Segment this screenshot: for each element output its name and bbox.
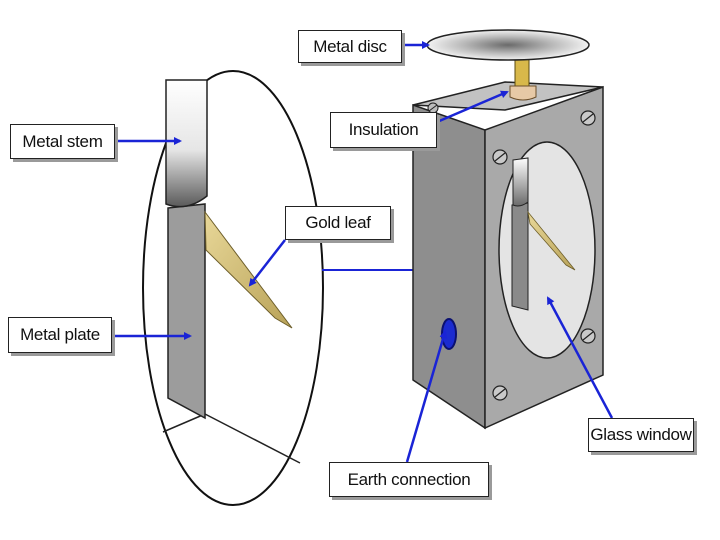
inner-gold-leaf xyxy=(527,210,576,271)
screw-icon xyxy=(580,110,596,126)
screw-icon xyxy=(492,149,508,165)
electroscope-case xyxy=(412,81,604,430)
top-stem xyxy=(514,57,530,87)
metal-stem-shape xyxy=(165,79,208,208)
insulation-collar xyxy=(509,85,537,101)
case-side xyxy=(412,103,486,430)
arrow-earth-connection xyxy=(405,330,448,463)
label-arrows xyxy=(112,41,614,463)
arrow-insulation xyxy=(436,90,509,124)
screw-icon xyxy=(492,385,508,401)
arrow-glass-window xyxy=(546,296,614,419)
inner-stem xyxy=(512,157,529,207)
floor-line-left xyxy=(162,413,206,433)
inner-plate xyxy=(511,202,529,311)
metal-plate-shape xyxy=(167,203,206,420)
label-gold-leaf: Gold leaf xyxy=(285,206,391,240)
screw-icon xyxy=(580,328,596,344)
label-metal-stem: Metal stem xyxy=(10,124,115,159)
label-earth-connection: Earth connection xyxy=(329,462,489,497)
label-insulation: Insulation xyxy=(330,112,437,148)
arrow-gold-leaf xyxy=(248,239,286,287)
floor-line-right xyxy=(204,413,301,464)
magnified-view xyxy=(142,70,324,506)
gold-leaf-shape xyxy=(204,210,293,329)
label-glass-window: Glass window xyxy=(588,418,694,452)
label-metal-disc: Metal disc xyxy=(298,30,402,63)
insulation-assembly xyxy=(509,57,537,101)
metal-disc-shape xyxy=(426,29,590,61)
label-metal-plate: Metal plate xyxy=(8,317,112,353)
